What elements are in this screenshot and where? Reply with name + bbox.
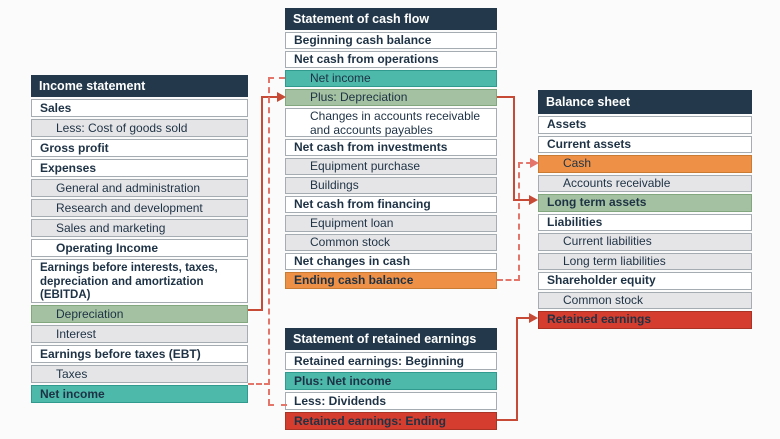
table-row: Common stock: [538, 291, 752, 309]
income-statement-title: Income statement: [31, 75, 248, 97]
table-row: Interest: [31, 325, 248, 343]
table-row: Net income: [31, 385, 248, 403]
connector-lta-h1: [497, 96, 515, 98]
table-row: Earnings before taxes (EBT): [31, 345, 248, 363]
table-row: Equipment loan: [285, 215, 497, 232]
table-row: Plus: Net income: [285, 372, 497, 390]
table-row: Assets: [538, 116, 752, 134]
table-row: Retained earnings: Ending: [285, 412, 497, 430]
table-row: Earnings before interests, taxes, deprec…: [31, 259, 248, 303]
table-row: Less: Cost of goods sold: [31, 119, 248, 137]
table-row: Retained earnings: [538, 311, 752, 329]
connector-net-income-h1: [248, 383, 270, 385]
connector-cash-h2: [518, 162, 531, 164]
connector-depreciation-v: [261, 96, 263, 311]
table-row: Long term assets: [538, 194, 752, 212]
retained-earnings-statement-title: Statement of retained earnings: [285, 328, 497, 350]
retained-earnings-statement-table: Statement of retained earnings Retained …: [285, 328, 497, 430]
connector-cash-h1: [497, 279, 520, 281]
table-row: Depreciation: [31, 305, 248, 323]
table-row: Equipment purchase: [285, 158, 497, 175]
cash-flow-statement-table: Statement of cash flow Beginning cash ba…: [285, 8, 497, 289]
connector-cash-v: [518, 162, 520, 281]
table-row: Ending cash balance: [285, 272, 497, 289]
table-row: Current assets: [538, 135, 752, 153]
table-row: Operating Income: [31, 239, 248, 257]
table-row: Taxes: [31, 365, 248, 383]
connector-retained-h1: [497, 419, 518, 421]
connector-depreciation-h2: [261, 96, 279, 98]
connector-net-income-h2: [268, 77, 285, 79]
table-row: Research and development: [31, 199, 248, 217]
arrowhead-retained-earnings-icon: [529, 313, 538, 323]
arrowhead-cash-icon: [530, 158, 539, 168]
table-row: Accounts receivable: [538, 174, 752, 192]
table-row: Net cash from financing: [285, 196, 497, 213]
table-row: Less: Dividends: [285, 392, 497, 410]
connector-depreciation-h1: [248, 309, 263, 311]
table-row: Net cash from investments: [285, 139, 497, 156]
table-row: Expenses: [31, 159, 248, 177]
table-row: Gross profit: [31, 139, 248, 157]
cash-flow-statement-title: Statement of cash flow: [285, 8, 497, 30]
table-row: Plus: Depreciation: [285, 89, 497, 106]
table-row: Liabilities: [538, 213, 752, 231]
connector-retained-v: [516, 317, 518, 421]
table-row: Common stock: [285, 234, 497, 251]
table-row: Current liabilities: [538, 233, 752, 251]
connector-lta-v: [513, 96, 515, 201]
table-row: Net income: [285, 70, 497, 87]
arrowhead-plus-depreciation-icon: [277, 92, 286, 102]
table-row: General and administration: [31, 179, 248, 197]
table-row: Beginning cash balance: [285, 32, 497, 49]
arrowhead-long-term-assets-icon: [529, 195, 538, 205]
connector-net-income-v: [268, 77, 270, 405]
table-row: Sales and marketing: [31, 219, 248, 237]
connector-retained-h2: [516, 317, 530, 319]
table-row: Changes in accounts receivable and accou…: [285, 108, 497, 137]
table-row: Net cash from operations: [285, 51, 497, 68]
table-row: Sales: [31, 99, 248, 117]
connector-net-income-h3: [268, 404, 287, 406]
table-row: Net changes in cash: [285, 253, 497, 270]
connector-lta-h2: [513, 199, 530, 201]
table-row: Buildings: [285, 177, 497, 194]
table-row: Shareholder equity: [538, 272, 752, 290]
table-row: Cash: [538, 155, 752, 173]
balance-sheet-title: Balance sheet: [538, 90, 752, 114]
table-row: Long term liabilities: [538, 252, 752, 270]
table-row: Retained earnings: Beginning: [285, 352, 497, 370]
